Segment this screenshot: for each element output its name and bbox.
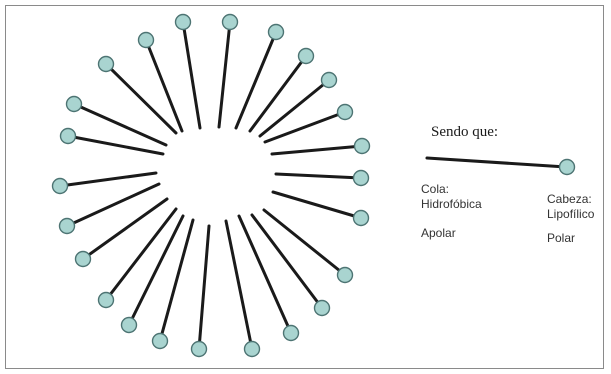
head-label-title: Cabeza: <box>547 192 594 207</box>
lipid-head <box>67 97 82 112</box>
lipid-tail <box>276 174 361 178</box>
lipid-tail <box>219 22 230 127</box>
legend-heading: Sendo que: <box>431 124 498 141</box>
lipid-tail <box>260 80 329 136</box>
lipid-tail <box>146 40 182 131</box>
lipid-head <box>299 49 314 64</box>
lipid-head <box>61 129 76 144</box>
lipid-tail <box>272 146 362 154</box>
lipid-tail <box>226 221 252 349</box>
lipid-head <box>60 219 75 234</box>
lipid-head <box>122 318 137 333</box>
lipid-head <box>355 139 370 154</box>
lipid-head <box>153 334 168 349</box>
lipid-head <box>99 293 114 308</box>
lipid-tail <box>264 210 345 275</box>
tail-label-extra: Apolar <box>421 226 456 241</box>
head-label-property: Lipofílico <box>547 207 594 222</box>
lipid-head <box>322 73 337 88</box>
lipid-tail <box>199 226 209 349</box>
lipid-head <box>269 25 284 40</box>
lipid-head <box>338 105 353 120</box>
lipid-head <box>315 301 330 316</box>
lipid-tail <box>273 192 361 218</box>
legend-head-circle <box>560 160 575 175</box>
lipid-head <box>354 211 369 226</box>
lipid-head <box>245 342 260 357</box>
lipid-head <box>99 57 114 72</box>
lipid-head <box>53 179 68 194</box>
lipid-head <box>192 342 207 357</box>
lipid-head <box>338 268 353 283</box>
micelle <box>53 15 370 357</box>
lipid-tail <box>183 22 200 128</box>
head-label: Cabeza: Lipofílico <box>547 192 594 222</box>
lipid-tail <box>265 112 345 142</box>
lipid-head <box>284 326 299 341</box>
lipid-tail <box>129 216 183 325</box>
lipid-tail <box>236 32 276 128</box>
lipid-tail <box>67 184 159 226</box>
tail-label-property: Hidrofóbica <box>421 197 482 212</box>
lipid-head <box>223 15 238 30</box>
head-label-extra: Polar <box>547 231 575 246</box>
lipid-tail <box>160 220 193 341</box>
tail-label-title: Cola: <box>421 182 482 197</box>
legend-tail-line <box>427 158 566 167</box>
lipid-head <box>139 33 154 48</box>
legend-molecule <box>427 158 575 175</box>
lipid-tail <box>60 173 156 186</box>
lipid-head <box>176 15 191 30</box>
lipid-tail <box>83 199 167 259</box>
lipid-head <box>354 171 369 186</box>
lipid-head <box>76 252 91 267</box>
tail-label: Cola: Hidrofóbica <box>421 182 482 212</box>
